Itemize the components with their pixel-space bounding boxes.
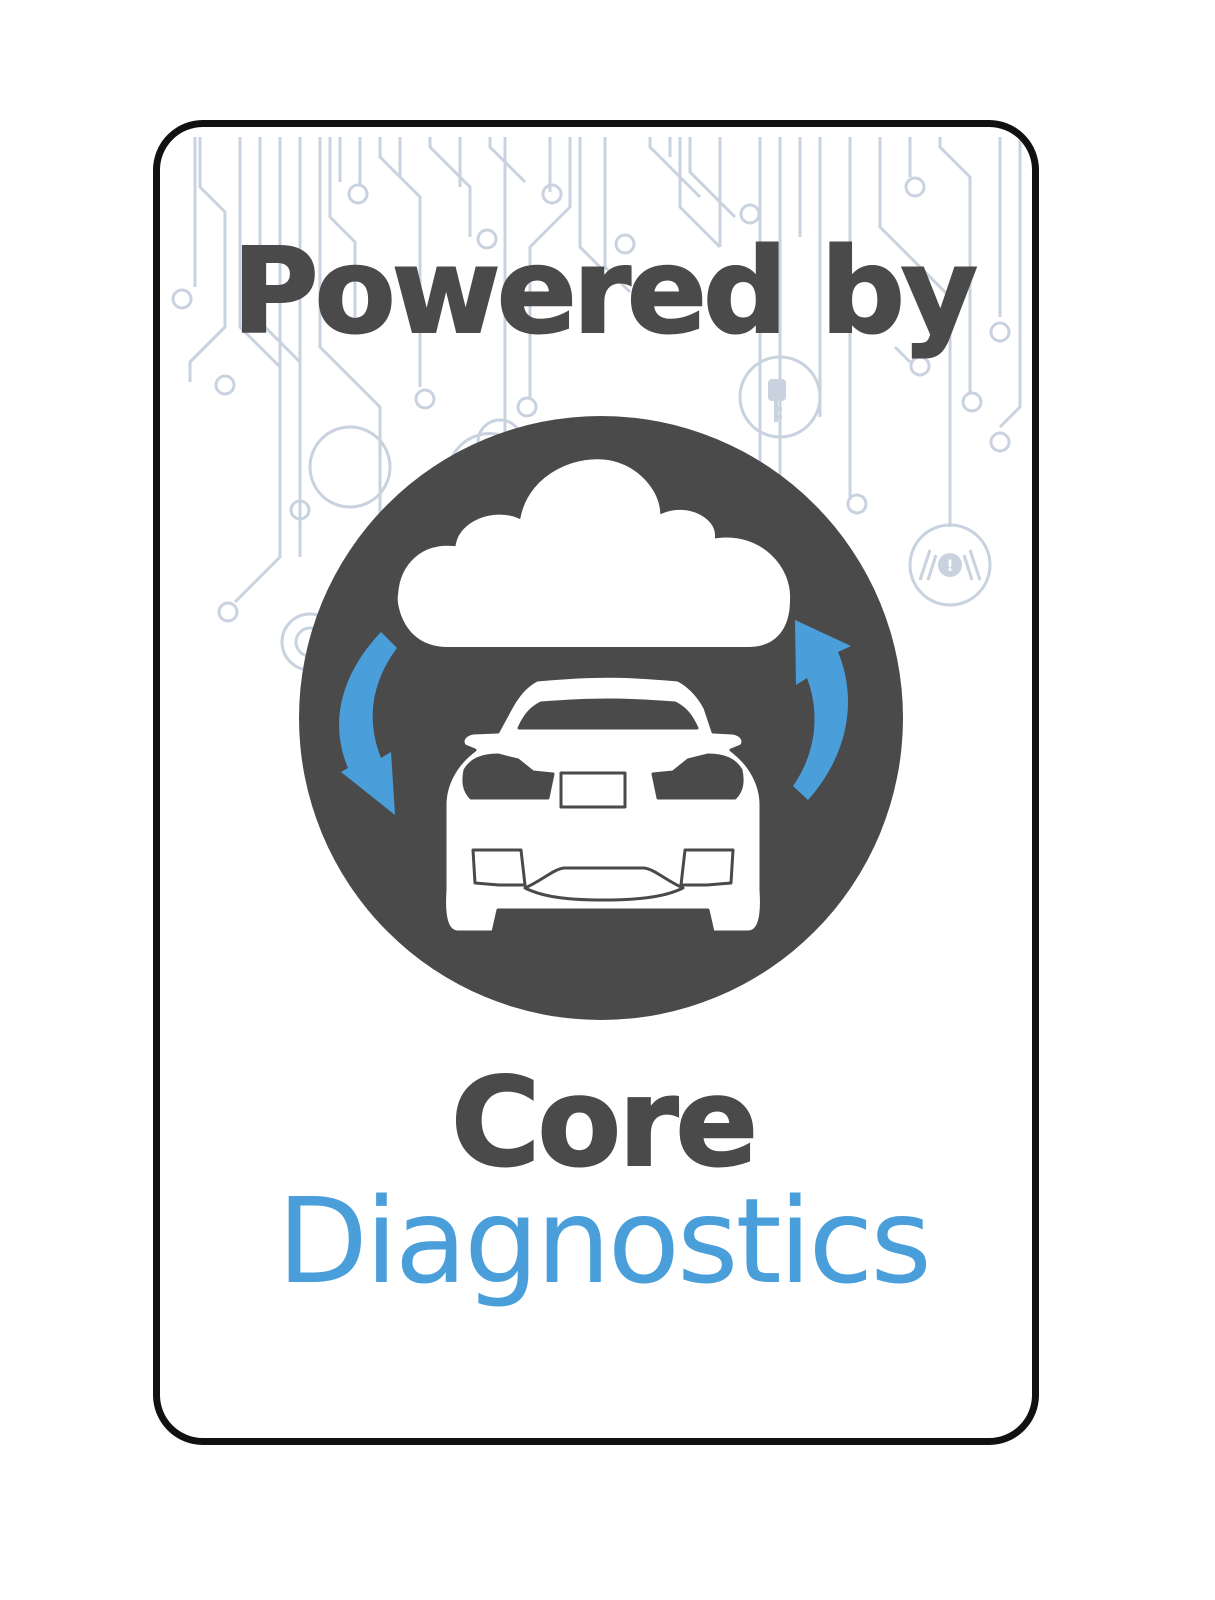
circuit-background: !: [171, 137, 1022, 807]
brand-name-diagnostics: Diagnostics: [277, 1172, 932, 1310]
cloud-car-emblem: [299, 416, 903, 1020]
badge-frame: ! Powered by Core Diagnostics: [153, 120, 1039, 1445]
sync-arrows-icon: [339, 620, 851, 815]
cloud-icon: [391, 453, 797, 653]
lane-warning-icon: !: [918, 549, 982, 581]
svg-text:!: !: [946, 556, 953, 575]
powered-by-heading: Powered by: [231, 222, 979, 360]
car-rear-icon: [443, 674, 763, 934]
brand-name-core: Core: [450, 1052, 759, 1194]
key-icon: [768, 379, 786, 422]
